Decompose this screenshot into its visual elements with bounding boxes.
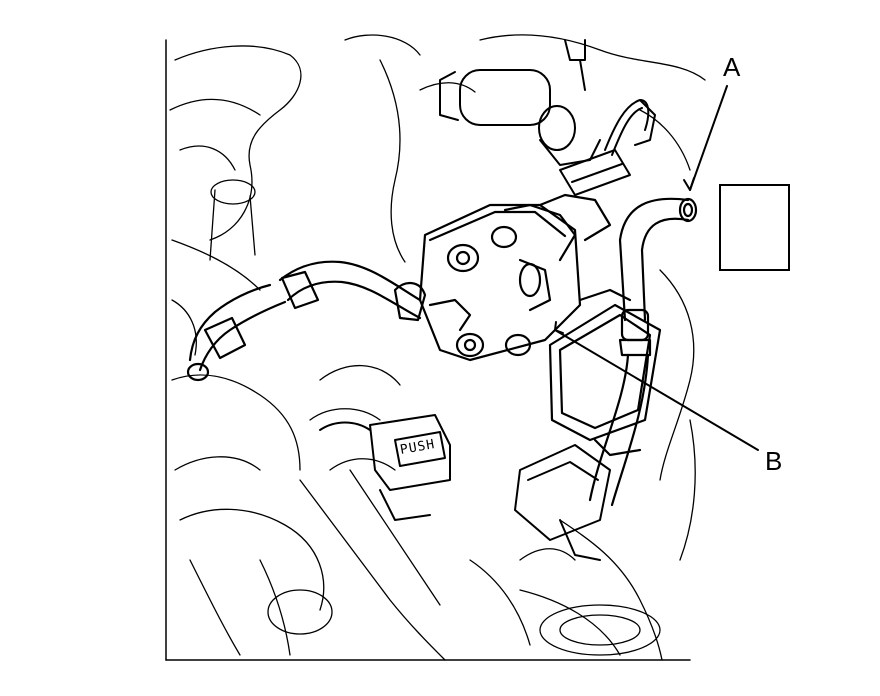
callout-b-label: B	[765, 446, 783, 476]
hose-a	[588, 197, 698, 507]
wiring-harness	[559, 99, 656, 196]
evap-valve-body	[418, 193, 612, 362]
engine-background	[169, 34, 706, 661]
leader-lines	[554, 85, 759, 451]
push-connector	[319, 414, 451, 521]
callout-a-label: A	[723, 52, 741, 82]
lower-bracket	[514, 444, 611, 561]
left-hose	[186, 260, 472, 382]
blank-reference-box	[719, 184, 790, 271]
lower-valve-module	[548, 288, 662, 457]
upper-solenoid	[439, 39, 601, 166]
frame-lines	[165, 39, 691, 661]
